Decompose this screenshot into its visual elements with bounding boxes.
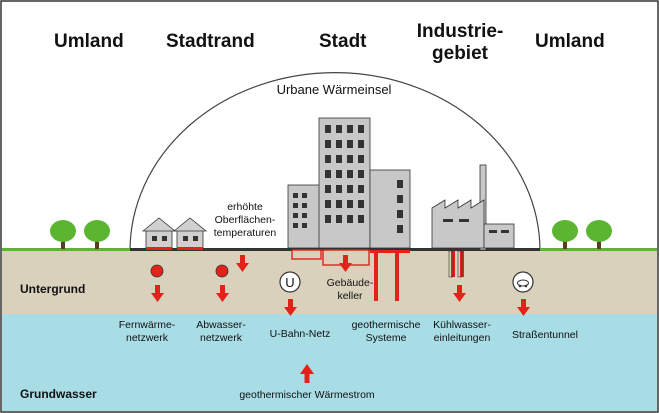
building-base	[370, 250, 410, 253]
label-kuehl-1: Kühlwasser-	[433, 319, 491, 331]
tree-icon	[552, 220, 578, 249]
tree-icon	[50, 220, 76, 249]
label-geo-2: Systeme	[366, 332, 407, 344]
label-keller-2: keller	[337, 290, 363, 302]
surface-temp-label-2: Oberflächen-	[215, 214, 276, 226]
tree-icon	[84, 220, 110, 249]
road-tunnel-icon	[512, 271, 534, 293]
label-abwasser-2: netzwerk	[200, 332, 243, 344]
region-umland-right: Umland	[535, 31, 605, 52]
heat-arrow-down	[284, 299, 297, 316]
groundwater-layer	[2, 314, 657, 411]
heat-island-dome	[129, 72, 541, 252]
factory-icon	[431, 164, 515, 251]
heat-arrow-down	[216, 285, 229, 302]
surface-temp-label-1: erhöhte	[227, 201, 263, 213]
house-icon	[172, 217, 208, 250]
geothermal-pile	[374, 251, 378, 301]
label-waermestrom: geothermischer Wärmestrom	[239, 389, 375, 401]
region-umland-left: Umland	[54, 31, 124, 52]
building-left	[287, 184, 322, 249]
heat-arrow-down	[151, 285, 164, 302]
label-kuehl-2: einleitungen	[434, 332, 491, 344]
grass-left	[2, 248, 130, 251]
heat-arrow-down	[453, 285, 466, 302]
building-tall	[318, 117, 371, 249]
label-abwasser-1: Abwasser-	[196, 319, 246, 331]
label-fernwaerme-1: Fernwärme-	[119, 319, 176, 331]
heat-arrow-down	[236, 255, 249, 272]
district-heating-pipe-icon	[150, 264, 164, 278]
grass-right	[540, 248, 657, 251]
label-keller-1: Gebäude-	[327, 277, 374, 289]
region-stadtrand: Stadtrand	[166, 31, 255, 52]
house-icon	[141, 217, 177, 250]
surface-temp-label-3: temperaturen	[214, 227, 277, 239]
dome-title: Urbane Wärmeinsel	[277, 82, 392, 97]
layer-untergrund: Untergrund	[20, 282, 85, 296]
label-geo-1: geothermische	[352, 319, 421, 331]
layer-grundwasser: Grundwasser	[20, 387, 97, 401]
subway-symbol: U	[285, 275, 294, 290]
label-tunnel: Straßentunnel	[512, 329, 578, 341]
region-industrie-line1: Industrie-	[417, 21, 504, 42]
region-industrie-line2: gebiet	[432, 43, 489, 64]
sewer-pipe-icon	[215, 264, 229, 278]
geothermal-pile	[395, 251, 399, 301]
building-right	[369, 169, 411, 249]
heat-arrow-down	[517, 299, 530, 316]
heat-arrow-up	[300, 364, 314, 383]
subway-icon	[279, 271, 301, 293]
label-ubahn: U-Bahn-Netz	[270, 328, 331, 340]
tree-icon	[586, 220, 612, 249]
label-fernwaerme-2: netzwerk	[126, 332, 169, 344]
basement-left	[291, 249, 322, 260]
region-stadt: Stadt	[319, 31, 367, 52]
heat-arrow-down	[339, 255, 352, 272]
